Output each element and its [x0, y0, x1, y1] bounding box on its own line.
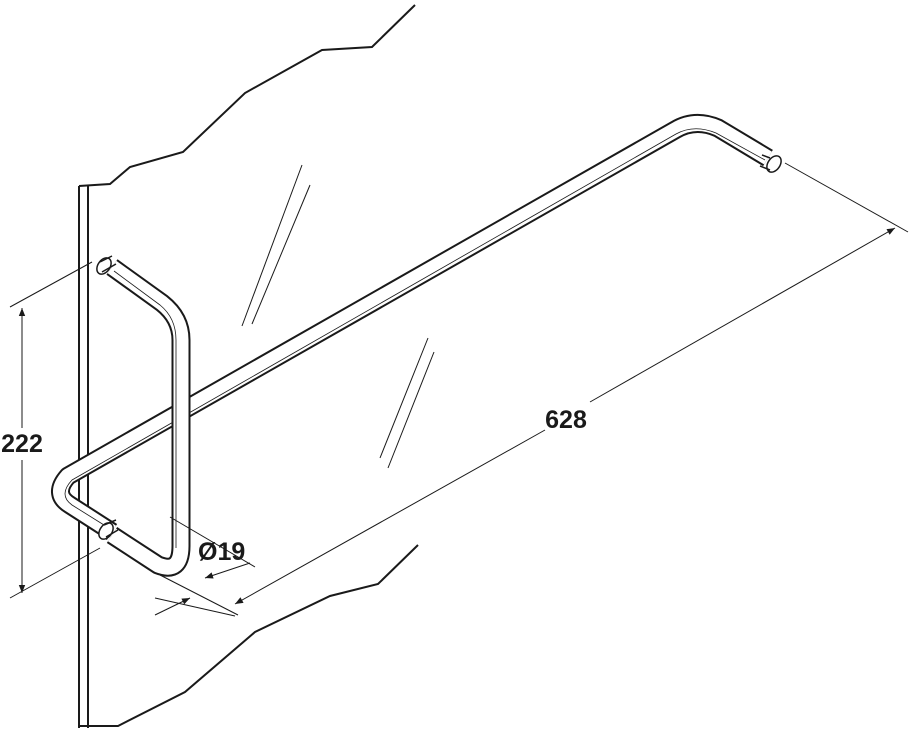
height-dimension-label: 222	[1, 430, 43, 458]
glass-panel	[78, 4, 419, 728]
long-towel-bar	[51, 114, 773, 540]
length-dimension-label: 628	[545, 406, 587, 434]
glass-reflection	[241, 164, 435, 469]
end-cap-top	[96, 255, 117, 275]
short-handle	[106, 259, 191, 577]
end-cap-bottom	[98, 519, 119, 540]
diameter-dimension-label: Ø19	[198, 538, 245, 566]
dimension-lines	[9, 162, 909, 617]
end-cap-right	[759, 154, 782, 173]
